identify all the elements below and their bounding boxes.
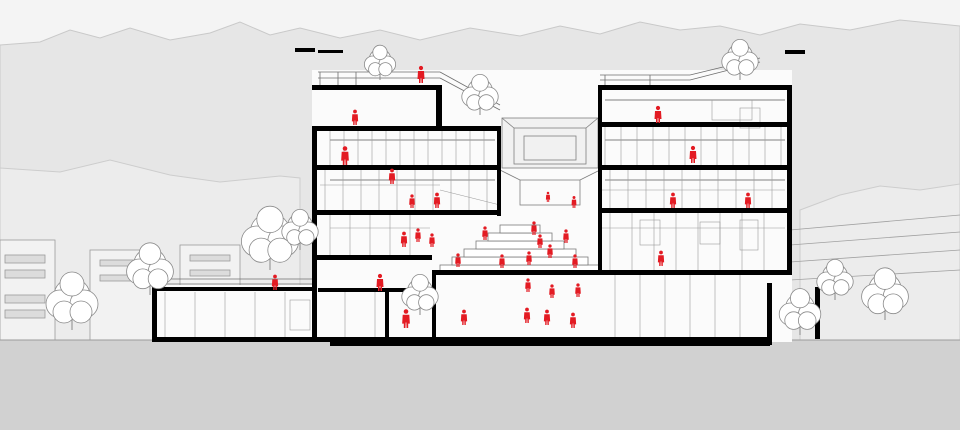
- standing-person-icon: [415, 228, 421, 242]
- standing-person-icon: [499, 254, 505, 268]
- slab-segment: [312, 165, 500, 170]
- standing-person-icon: [455, 253, 461, 267]
- standing-person-icon: [433, 192, 441, 208]
- slab-segment: [767, 283, 772, 345]
- podium-railing: [155, 278, 312, 285]
- tree-icon: [778, 288, 822, 335]
- standing-person-icon: [547, 244, 553, 258]
- slab-segment: [600, 270, 792, 275]
- slab-segment: [600, 122, 792, 127]
- standing-person-icon: [569, 312, 577, 328]
- tree-icon: [126, 242, 174, 295]
- standing-person-icon: [654, 105, 662, 123]
- standing-person-icon: [537, 234, 543, 248]
- right-hill-range: [799, 183, 960, 346]
- standing-person-icon: [482, 226, 488, 240]
- people-layer: [271, 65, 752, 328]
- standing-person-icon: [351, 109, 359, 125]
- slab-segment: [787, 85, 792, 271]
- standing-person-icon: [545, 191, 551, 202]
- standing-person-icon: [744, 192, 752, 208]
- standing-person-icon: [400, 231, 408, 247]
- standing-person-icon: [525, 278, 531, 292]
- atrium-core: [499, 117, 601, 206]
- slab-segment: [385, 288, 389, 340]
- tree-icon: [401, 273, 439, 315]
- slab-segment: [598, 85, 602, 208]
- slab-segment: [312, 255, 432, 260]
- standing-person-icon: [402, 309, 410, 328]
- slab-segment: [330, 338, 770, 346]
- slab-segment: [312, 85, 442, 90]
- standing-person-icon: [571, 196, 577, 208]
- standing-person-icon: [341, 146, 349, 165]
- slab-segment: [600, 85, 792, 90]
- slab-segment: [600, 165, 792, 170]
- slab-segment: [312, 126, 500, 131]
- standing-person-icon: [523, 307, 531, 323]
- slab-segment: [600, 208, 792, 213]
- standing-person-icon: [388, 168, 396, 184]
- slab-segment: [432, 270, 602, 275]
- standing-person-icon: [575, 283, 581, 297]
- tree-icon: [363, 44, 397, 80]
- tree-icon: [721, 39, 759, 80]
- slab-segment: [497, 126, 501, 216]
- standing-person-icon: [271, 274, 279, 290]
- tree-icon: [461, 74, 499, 115]
- standing-person-icon: [543, 309, 551, 325]
- tree-icon: [45, 271, 99, 330]
- tree-icon: [861, 267, 909, 320]
- standing-person-icon: [417, 65, 425, 83]
- tree-icon: [281, 209, 319, 250]
- standing-person-icon: [563, 229, 569, 243]
- standing-person-icon: [689, 145, 697, 163]
- slab-segment: [318, 50, 343, 53]
- slab-segment: [436, 90, 442, 130]
- standing-person-icon: [657, 250, 665, 266]
- standing-person-icon: [669, 192, 677, 208]
- trees-layer: [45, 39, 909, 335]
- slab-segment: [785, 50, 805, 54]
- slab-segment: [295, 48, 315, 52]
- standing-person-icon: [409, 194, 415, 208]
- background-buildings-left: [0, 239, 241, 341]
- slab-segment: [598, 208, 602, 270]
- standing-person-icon: [429, 233, 435, 247]
- standing-person-icon: [376, 273, 384, 291]
- standing-person-icon: [531, 221, 537, 235]
- standing-person-icon: [549, 284, 555, 298]
- tree-icon: [816, 258, 854, 300]
- slab-segment: [152, 287, 312, 291]
- slab-segment: [152, 287, 157, 342]
- ground-plane: [0, 340, 960, 430]
- podium-interior: [152, 285, 392, 342]
- interior-detail-lines: [164, 99, 785, 337]
- slab-segment: [318, 288, 408, 292]
- standing-person-icon: [460, 309, 468, 325]
- atrium-stepped-seating: [439, 224, 601, 274]
- standing-person-icon: [526, 251, 532, 265]
- standing-person-icon: [572, 254, 578, 268]
- slab-segment: [312, 210, 500, 215]
